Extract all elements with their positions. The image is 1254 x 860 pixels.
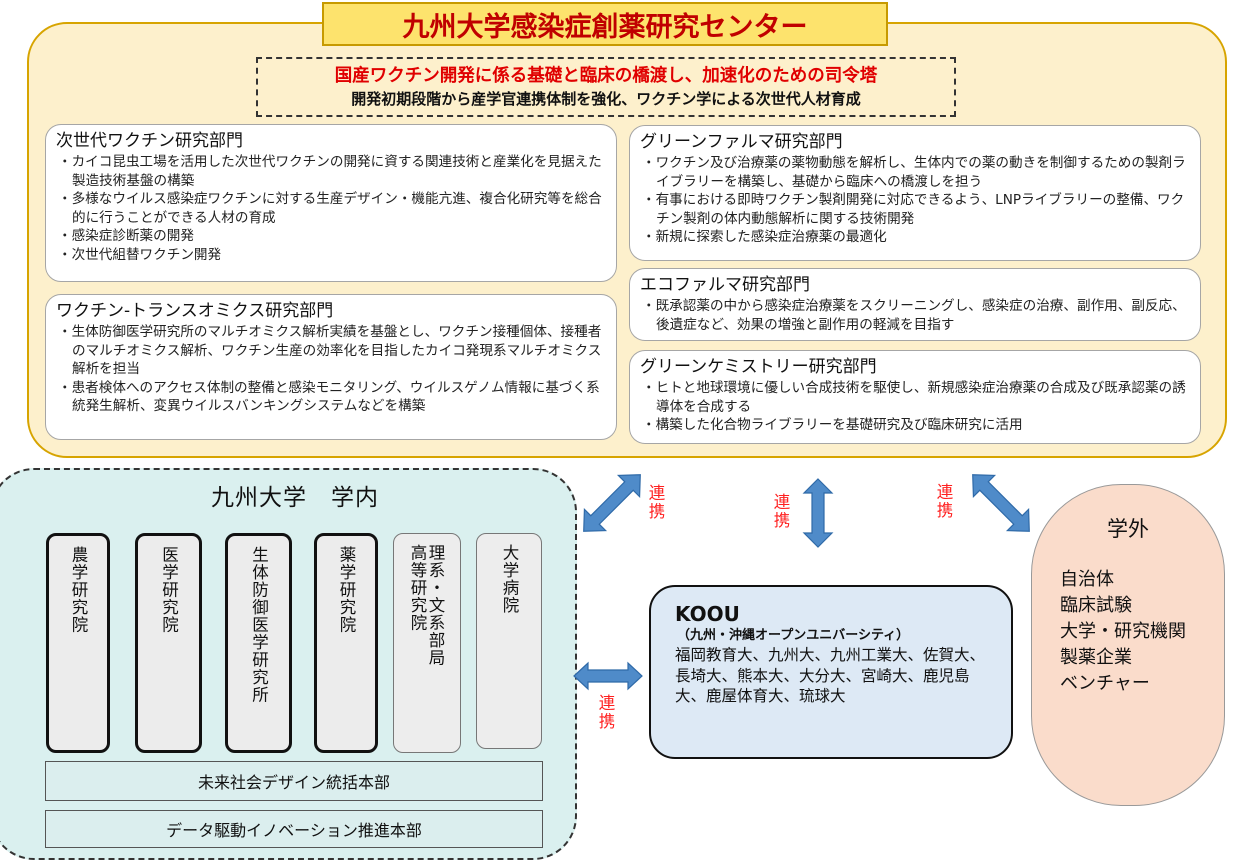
koou-subtitle: （九州・沖縄オープンユニバーシティ） (677, 628, 910, 643)
outside-title: 学外 (1107, 517, 1149, 541)
double-arrow-icon (573, 661, 643, 691)
koou-title: KOOU (675, 602, 740, 626)
dept-green-pharma: グリーンファルマ研究部門 ワクチン及び治療薬の薬物動態を解析し、生体内での薬の動… (629, 125, 1201, 261)
slogan-box: 国産ワクチン開発に係る基礎と臨床の橋渡し、加速化のための司令塔 開発初期段階から… (256, 57, 956, 117)
unit-bioregulation: 生体防御医学研究所 (225, 533, 292, 753)
unit-label: 生体防御医学研究所 (249, 546, 269, 704)
link-label: 連携 (596, 694, 615, 731)
dept-name: エコファルマ研究部門 (640, 275, 810, 295)
unit-label: 理系・文系部局 (426, 544, 445, 667)
link-label: 連携 (771, 493, 790, 530)
dept-item: 有事における即時ワクチン製剤開発に対応できるよう、LNPライブラリーの整備、ワク… (640, 191, 1190, 228)
dept-item: 次世代組替ワクチン開発 (56, 246, 606, 265)
double-arrow-icon (802, 478, 834, 548)
outside-item: 大学・研究機関 (1060, 621, 1186, 642)
koou-members: 福岡教育大、九州大、九州工業大、佐賀大、長埼大、熊本大、大分大、宮崎大、鹿児島大… (675, 646, 986, 705)
data-innovation-hq: データ駆動イノベーション推進本部 (45, 810, 543, 848)
slogan-main: 国産ワクチン開発に係る基礎と臨床の橋渡し、加速化のための司令塔 (334, 66, 878, 86)
outside-list: 自治体 臨床試験 大学・研究機関 製薬企業 ベンチャー (1060, 567, 1220, 697)
dept-item: 新規に探索した感染症治療薬の最適化 (640, 228, 1190, 247)
dept-eco-pharma: エコファルマ研究部門 既承認薬の中から感染症治療薬をスクリーニングし、感染症の治… (629, 268, 1201, 341)
unit-label: 薬学研究院 (337, 546, 356, 634)
unit-label: 農学研究院 (69, 546, 88, 634)
campus-title: 九州大学 学内 (211, 485, 379, 511)
dept-name: グリーンファルマ研究部門 (640, 132, 843, 152)
dept-green-chemistry: グリーンケミストリー研究部門 ヒトと地球環境に優しい合成技術を駆使し、新規感染症… (629, 350, 1201, 444)
dept-item: ヒトと地球環境に優しい合成技術を駆使し、新規感染症治療薬の合成及び既承認薬の誘導… (640, 379, 1190, 416)
unit-medicine: 医学研究院 (135, 533, 202, 753)
dept-item: 既承認薬の中から感染症治療薬をスクリーニングし、感染症の治療、副作用、副反応、後… (640, 297, 1190, 334)
double-arrow-icon (972, 474, 1030, 532)
unit-agriculture: 農学研究院 (46, 533, 110, 753)
dept-name: グリーンケミストリー研究部門 (640, 357, 877, 377)
dept-name: ワクチン-トランスオミクス研究部門 (56, 301, 334, 321)
unit-label: 大学病院 (500, 544, 519, 614)
dept-item: 構築した化合物ライブラリーを基礎研究及び臨床研究に活用 (640, 416, 1190, 435)
unit-label: 医学研究院 (159, 546, 179, 634)
dept-item: 患者検体へのアクセス体制の整備と感染モニタリング、ウイルスゲノム情報に基づく系統… (56, 379, 606, 416)
dept-vaccine-transomics: ワクチン-トランスオミクス研究部門 生体防御医学研究所のマルチオミクス解析実績を… (45, 294, 617, 440)
outside-item: 製薬企業 (1060, 647, 1132, 668)
future-society-hq: 未来社会デザイン統括本部 (45, 761, 543, 801)
center-title: 九州大学感染症創薬研究センター (322, 2, 888, 46)
slogan-sub: 開発初期段階から産学官連携体制を強化、ワクチン学による次世代人材育成 (351, 90, 861, 108)
outside-container (1031, 484, 1225, 806)
dept-item: 感染症診断薬の開発 (56, 227, 606, 246)
link-label: 連携 (934, 483, 953, 520)
dept-next-gen-vaccine: 次世代ワクチン研究部門 カイコ昆虫工場を活用した次世代ワクチンの開発に資する関連… (45, 124, 617, 282)
outside-item: 自治体 (1060, 569, 1114, 590)
double-arrow-icon (583, 474, 641, 532)
koou-box: KOOU （九州・沖縄オープンユニバーシティ） 福岡教育大、九州大、九州工業大、… (649, 585, 1013, 759)
outside-item: 臨床試験 (1060, 595, 1132, 616)
dept-item: カイコ昆虫工場を活用した次世代ワクチンの開発に資する関連技術と産業化を見据えた製… (56, 153, 606, 190)
dept-item: 生体防御医学研究所のマルチオミクス解析実績を基盤とし、ワクチン接種個体、接種者の… (56, 323, 606, 379)
unit-pharmacy: 薬学研究院 (314, 533, 378, 753)
unit-advanced-study: 高等研究院 理系・文系部局 (393, 533, 461, 753)
dept-item: ワクチン及び治療薬の薬物動態を解析し、生体内での薬の動きを制御するための製剤ライ… (640, 154, 1190, 191)
link-label: 連携 (646, 484, 665, 521)
outside-item: ベンチャー (1060, 673, 1150, 694)
unit-label: 高等研究院 (408, 544, 427, 632)
dept-name: 次世代ワクチン研究部門 (56, 131, 243, 151)
unit-hospital: 大学病院 (476, 533, 542, 749)
dept-item: 多様なウイルス感染症ワクチンに対する生産デザイン・機能亢進、複合化研究等を総合的… (56, 190, 606, 227)
